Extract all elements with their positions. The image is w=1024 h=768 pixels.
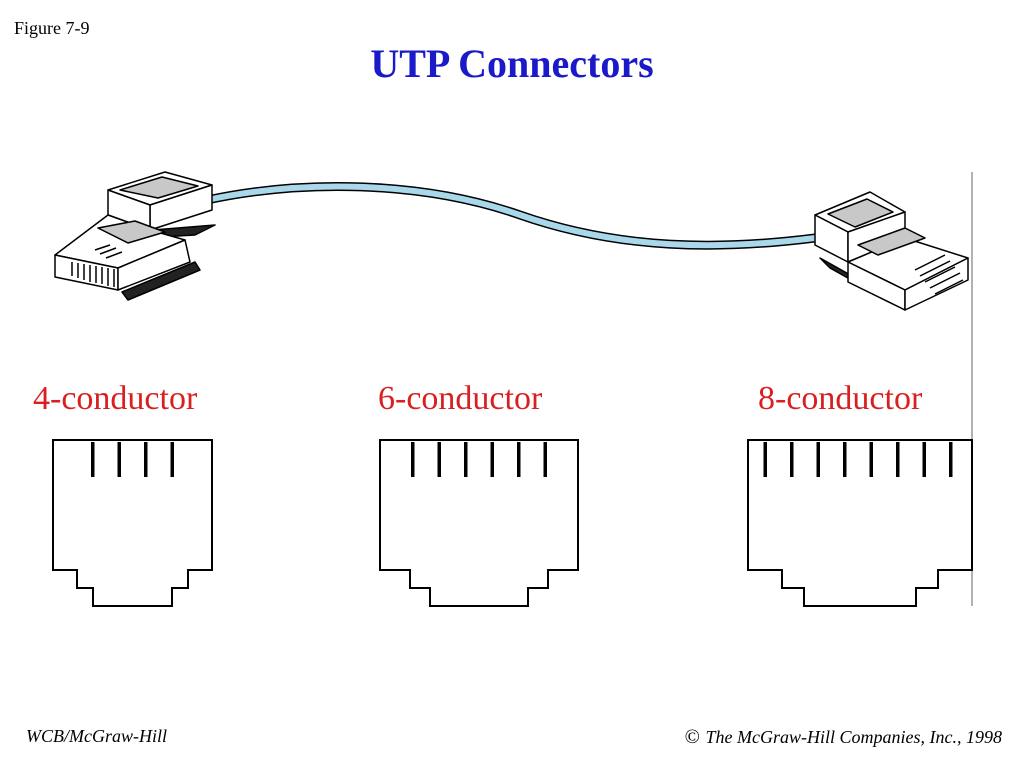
jack-outline xyxy=(52,439,213,607)
utp-cable xyxy=(202,182,820,250)
slide-title: UTP Connectors xyxy=(370,41,654,86)
jack-4-conductor xyxy=(52,439,213,607)
figure-number: Figure 7-9 xyxy=(14,18,90,38)
copyright-text: The McGraw-Hill Companies, Inc., 1998 xyxy=(705,727,1002,747)
footer-publisher: WCB/McGraw-Hill xyxy=(26,726,167,746)
jack-8-conductor xyxy=(747,439,973,607)
right-rj-plug xyxy=(814,191,969,311)
footer-copyright: ©The McGraw-Hill Companies, Inc., 1998 xyxy=(684,726,1002,749)
copyright-symbol: © xyxy=(684,726,700,748)
jack-outline xyxy=(747,439,973,607)
label-8-conductor: 8-conductor xyxy=(758,380,923,417)
label-6-conductor: 6-conductor xyxy=(378,380,543,417)
left-rj-plug xyxy=(54,171,216,301)
jacks xyxy=(52,439,973,607)
label-4-conductor: 4-conductor xyxy=(33,380,198,417)
jack-6-conductor xyxy=(379,439,579,607)
jack-outline xyxy=(379,439,579,607)
